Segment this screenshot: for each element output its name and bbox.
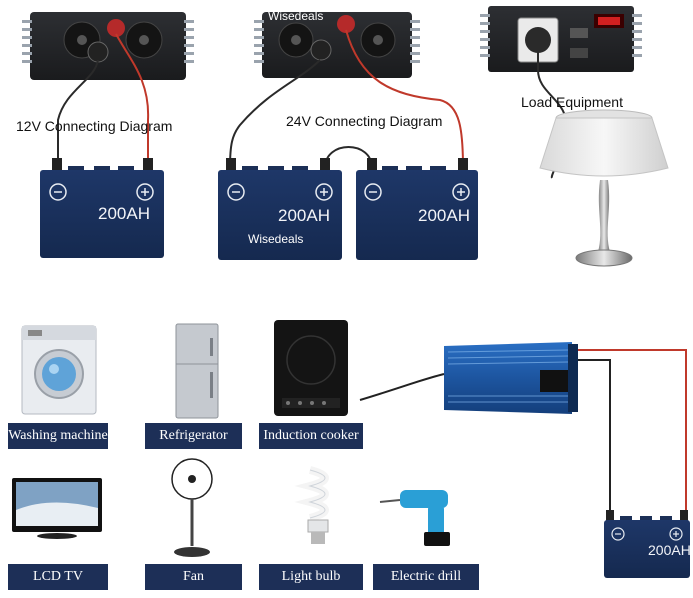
battery-24v-right-capacity: 200AH bbox=[418, 206, 470, 225]
wires-12v bbox=[57, 33, 150, 168]
label-light-bulb: Light bulb bbox=[259, 564, 363, 590]
induction-cooker-icon bbox=[274, 320, 348, 416]
fan-icon bbox=[171, 458, 213, 557]
electric-drill-icon bbox=[379, 490, 450, 546]
battery-24v-left-capacity: 200AH bbox=[278, 206, 330, 225]
lamp-icon bbox=[539, 109, 669, 267]
refrigerator-icon bbox=[175, 323, 219, 419]
battery-24v-right bbox=[356, 158, 478, 260]
label-24v-diagram: 24V Connecting Diagram bbox=[286, 113, 443, 129]
inverter-24v bbox=[254, 12, 420, 78]
inverter-blue bbox=[444, 342, 578, 414]
watermark-top: Wisedeals bbox=[268, 9, 324, 23]
inverter-back-panel bbox=[480, 6, 642, 72]
wires-bottom bbox=[359, 349, 687, 525]
label-induction-cooker: Induction cooker bbox=[259, 423, 363, 449]
light-bulb-icon bbox=[294, 466, 329, 544]
lcd-tv-icon bbox=[12, 478, 102, 539]
washing-machine-icon bbox=[21, 325, 97, 415]
watermark-battery: Wisedeals bbox=[248, 232, 304, 246]
battery-12v bbox=[40, 158, 164, 258]
battery-24v-left bbox=[218, 158, 342, 260]
inverter-12v bbox=[22, 12, 194, 80]
label-lcd-tv: LCD TV bbox=[8, 564, 108, 590]
battery-bottom bbox=[604, 510, 690, 578]
label-load-equipment: Load Equipment bbox=[521, 94, 623, 110]
label-electric-drill: Electric drill bbox=[373, 564, 479, 590]
label-12v-diagram: 12V Connecting Diagram bbox=[16, 118, 173, 134]
label-fan: Fan bbox=[145, 564, 242, 590]
label-refrigerator: Refrigerator bbox=[145, 423, 242, 449]
battery-12v-capacity: 200AH bbox=[98, 204, 150, 223]
label-washing-machine: Washing machine bbox=[8, 423, 108, 449]
battery-bottom-capacity: 200AH bbox=[648, 542, 691, 558]
